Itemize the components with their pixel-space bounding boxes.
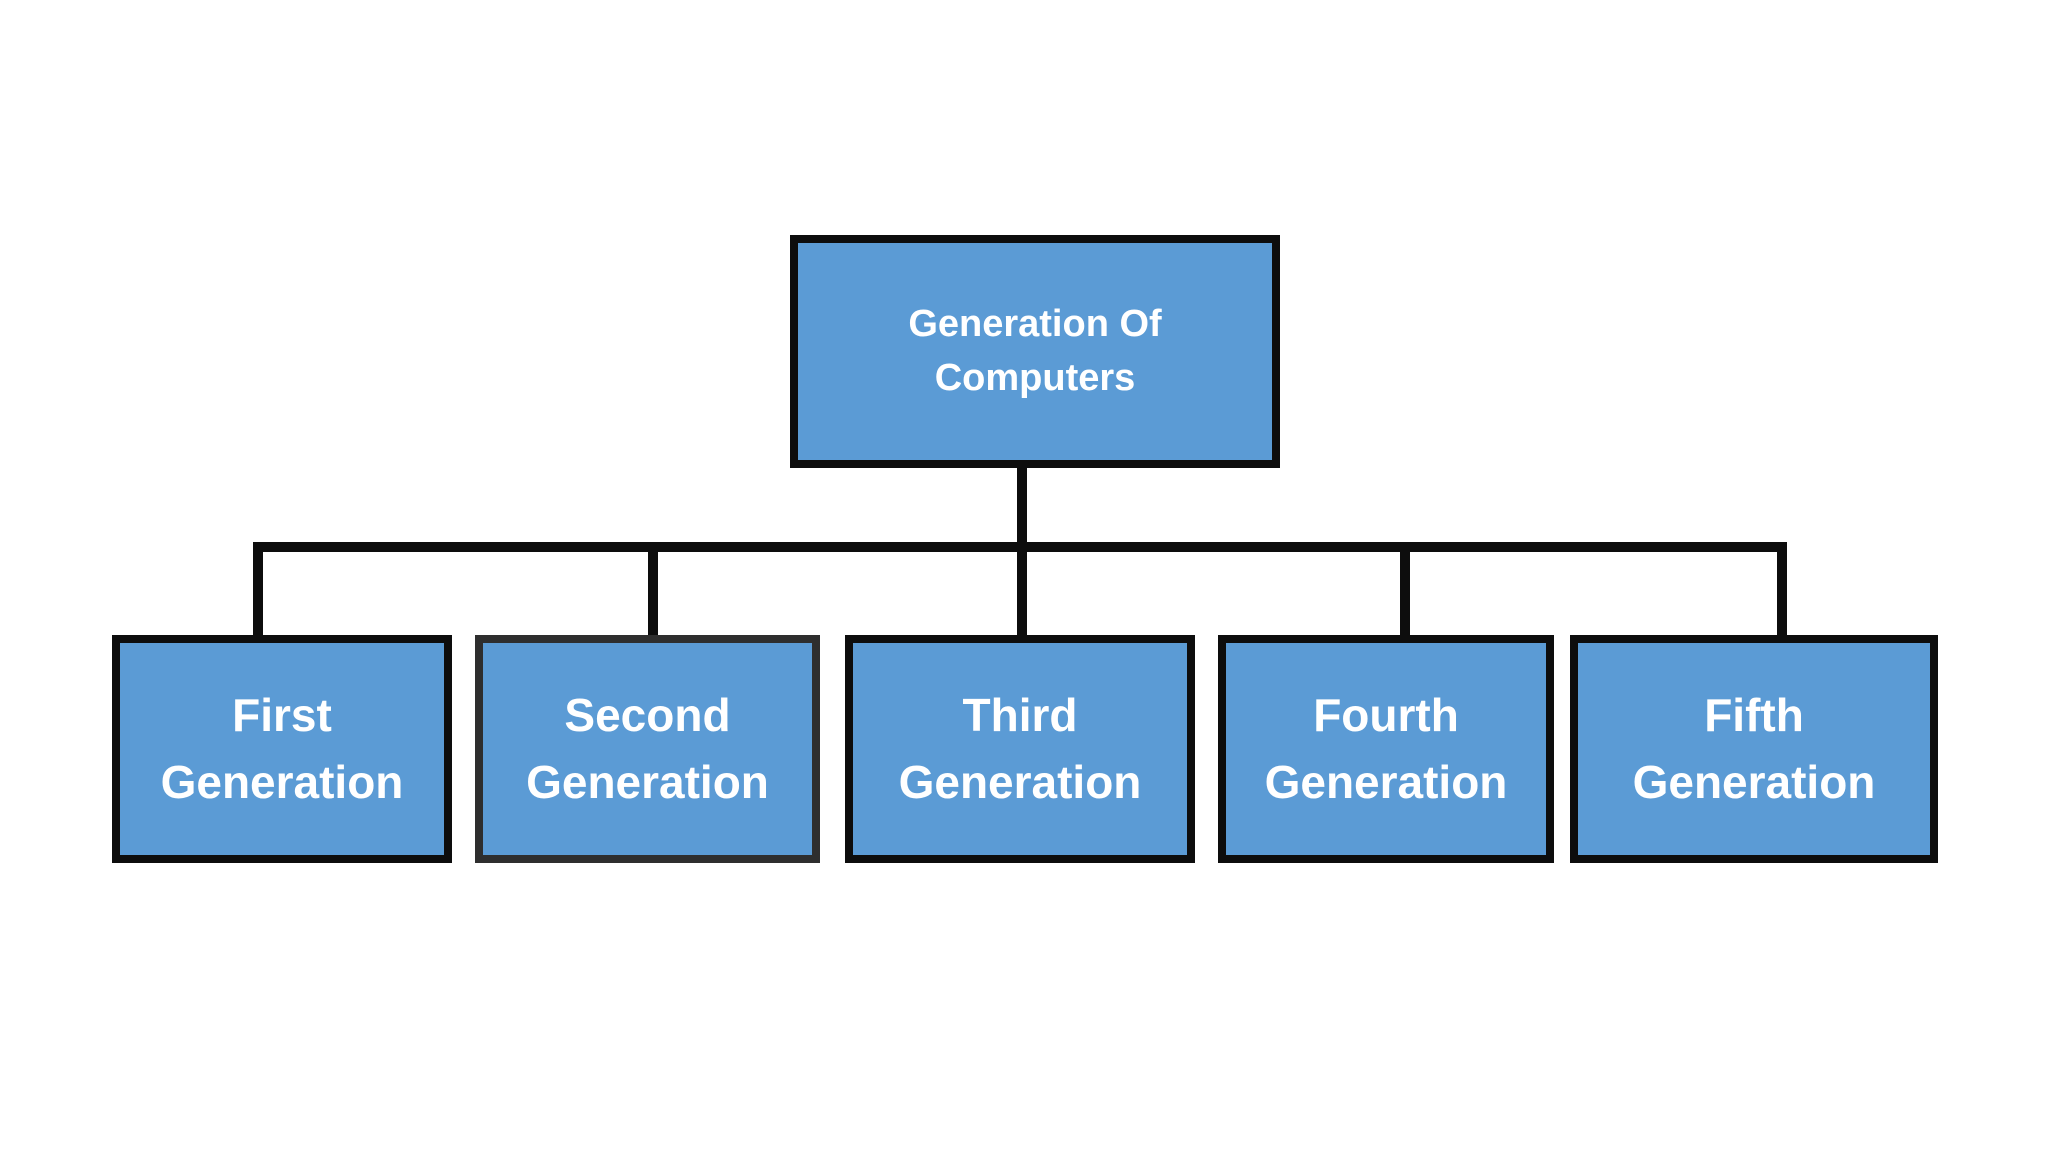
node-label-line: Generation — [160, 756, 404, 808]
node-second-generation: Second Generation — [475, 635, 820, 863]
node-fourth-generation: Fourth Generation — [1218, 635, 1554, 863]
node-label-line: Generation — [1264, 756, 1508, 808]
connector-root-trunk — [1017, 466, 1027, 552]
node-label-line: Generation Of — [908, 302, 1162, 345]
node-third-generation: Third Generation — [845, 635, 1195, 863]
node-label-line: Second — [564, 689, 731, 742]
node-label-line: Third — [962, 689, 1078, 742]
connector-horizontal-bus — [253, 542, 1787, 552]
node-label-line: Computers — [934, 356, 1136, 399]
connector-drop-fifth-generation — [1777, 550, 1787, 638]
node-first-generation: First Generation — [112, 635, 452, 863]
connector-drop-first-generation — [253, 550, 263, 638]
node-label-line: Fourth — [1313, 689, 1459, 742]
node-label-line: Generation — [898, 756, 1142, 808]
node-label-line: Fifth — [1704, 689, 1804, 742]
node-label-line: Generation — [1632, 756, 1876, 808]
node-generation-of-computers: Generation Of Computers — [790, 235, 1280, 468]
node-label-line: First — [232, 689, 332, 742]
connector-drop-fourth-generation — [1400, 550, 1410, 638]
node-label-line: Generation — [526, 756, 769, 808]
node-fifth-generation: Fifth Generation — [1570, 635, 1938, 863]
connector-drop-third-generation — [1017, 550, 1027, 638]
connector-drop-second-generation — [648, 550, 658, 638]
